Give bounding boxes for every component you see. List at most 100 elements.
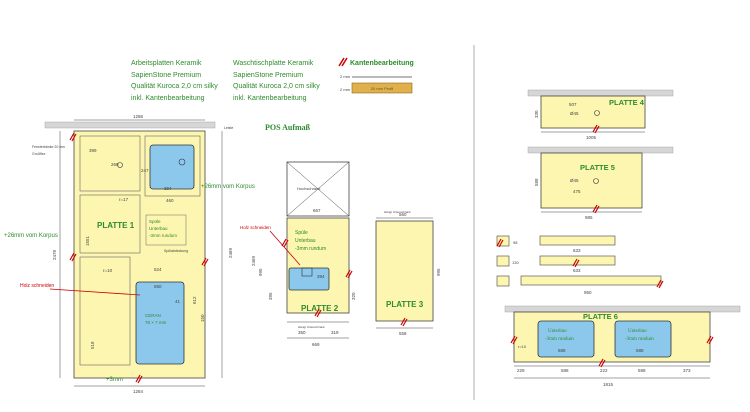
sink-note-line: Spüle xyxy=(295,230,308,236)
strip-2 xyxy=(539,255,616,266)
dim-524: 524 xyxy=(154,267,162,272)
legend-line: inkl. Kantenbearbeitung xyxy=(131,94,205,102)
window-sill-note: Großflex xyxy=(32,152,46,156)
dim-394: 394 xyxy=(317,274,325,279)
strips-drawing: 633 633 950 98 130 xyxy=(496,235,664,295)
dim-588b: 588 xyxy=(636,348,644,353)
legend-line: SapienStone Premium xyxy=(233,71,304,79)
plate-4 xyxy=(540,95,646,129)
plate-3 xyxy=(375,220,434,322)
legend-line: inkl. Kantenbearbeitung xyxy=(233,94,307,102)
plate-3-top-note: Hängt Unterschrank xyxy=(384,210,411,214)
legend-line: Qualität Kuroca 2,0 cm silky xyxy=(131,83,218,90)
dim-1005: 1005 xyxy=(586,135,597,140)
sink-note-line: -3mm rundum xyxy=(295,246,326,252)
dim-r10: r=10 xyxy=(518,344,527,349)
tap-hole-icon xyxy=(117,162,123,168)
plate-5-label: PLATTE 5 xyxy=(580,163,615,172)
dim-1815: 1815 xyxy=(603,382,614,387)
legend-worktops: Arbeitsplatten Keramik SapienStone Premi… xyxy=(131,58,218,104)
legend-line: Arbeitsplatten Keramik xyxy=(131,60,202,67)
dim-width-bottom: 1284 xyxy=(133,389,144,394)
dim-950: 950 xyxy=(584,290,592,295)
dim-320: 320 xyxy=(351,292,356,300)
edge-mark-icon xyxy=(338,57,348,67)
cabinet-lower-left xyxy=(79,256,131,366)
plate-2-label: PLATTE 2 xyxy=(301,304,339,313)
cabinet-upper-right xyxy=(144,135,201,197)
dim-045: Ø45 xyxy=(570,178,579,183)
edge-mark-icon xyxy=(592,124,600,134)
sink-note-line: Unterbau xyxy=(149,226,168,231)
dim-98: 98 xyxy=(513,240,518,245)
ceran-cutout xyxy=(135,281,185,365)
corner-note: Leiste xyxy=(224,126,233,130)
sink-note-line: Unterbau xyxy=(295,238,316,244)
dim-650: 650 xyxy=(154,284,162,289)
dim-222: 222 xyxy=(600,368,608,373)
cabinet-foot-note: Hängt Unterschrank xyxy=(298,325,325,329)
dim-1551: 1551 xyxy=(85,235,90,246)
dim-130: 130 xyxy=(512,260,519,265)
dim-045: Ø45 xyxy=(570,111,579,116)
cabinet-label: Hochschrank xyxy=(297,186,320,191)
plate-4-drawing: PLATTE 4 507 Ø45 330 1005 xyxy=(527,89,674,140)
edge-mark-icon xyxy=(656,279,664,289)
korpus-note-right: +26mm vom Korpus xyxy=(201,184,255,190)
dim-588a: 588 xyxy=(558,348,566,353)
tap-hole-icon xyxy=(594,110,600,116)
dim-395: 395 xyxy=(268,292,273,300)
plate-1-label: PLATTE 1 xyxy=(97,221,135,230)
cabinet-cross xyxy=(286,161,350,217)
edge-mark-icon xyxy=(592,204,600,214)
edge-mark-icon xyxy=(400,317,408,327)
edge-swatch xyxy=(351,82,413,94)
edge-mark-icon xyxy=(496,238,504,248)
dim-667: 667 xyxy=(313,208,321,213)
holz-pointer xyxy=(49,288,141,296)
ceran-size: 76 × 7 mm xyxy=(145,320,167,325)
sink-right-note: -3mm rundum xyxy=(625,337,654,342)
dim-height-left: 2478 xyxy=(52,249,57,260)
dim-2469: 2469 xyxy=(251,255,256,266)
dim-247: 247 xyxy=(141,168,149,173)
edge-mark-icon xyxy=(135,374,143,384)
dim-266: 266 xyxy=(111,162,119,167)
wall-hatch xyxy=(44,121,216,129)
strip-end xyxy=(496,255,510,267)
edge-mark-icon xyxy=(69,132,77,142)
wall-hatch xyxy=(527,89,674,97)
edge-mark-icon xyxy=(510,335,518,345)
dim-518: 518 xyxy=(90,341,95,349)
legend-line: Qualität Kuroca 2,0 cm silky xyxy=(233,83,320,90)
ceran-label: CERAN xyxy=(145,313,161,318)
dim-r10: r=10 xyxy=(103,268,113,273)
dim-319: 319 xyxy=(331,330,339,335)
holz-pointer xyxy=(269,230,301,266)
dim-588: 588 xyxy=(534,178,539,186)
sink-cover-label: Spülabdeckung xyxy=(164,249,188,253)
plate-1-drawing: Spüle Unterbau -3mm rundum Spülabdeckung… xyxy=(4,114,255,394)
dim-150: 150 xyxy=(200,314,205,322)
plate-3-label: PLATTE 3 xyxy=(386,300,424,309)
legend-line: Waschtischplatte Keramik xyxy=(233,60,314,67)
wall-hatch xyxy=(527,146,674,154)
strip-1 xyxy=(539,235,616,246)
plus-3mm-note: +3mm xyxy=(106,377,123,383)
cabinet-middle-left xyxy=(79,194,141,254)
plate-3-drawing: Hängt Unterschrank 560 PLATTE 3 995 558 xyxy=(375,210,441,336)
plate-6-label: PLATTE 6 xyxy=(583,312,618,321)
legend-line: SapienStone Premium xyxy=(131,71,202,79)
holz-note: Holz schneiden xyxy=(20,283,54,289)
dim-475: 475 xyxy=(573,189,581,194)
vanity-sink-cutout xyxy=(288,267,330,291)
dim-330: 330 xyxy=(534,110,539,118)
edge-profile-label: 20 mm Profil xyxy=(371,86,394,91)
edge-mark-icon xyxy=(572,258,580,268)
dim-995: 995 xyxy=(436,268,441,276)
strip-end xyxy=(496,275,510,287)
top-sink-cutout xyxy=(149,144,195,190)
dim-350: 350 xyxy=(298,330,306,335)
dim-height-right: 2469 xyxy=(228,247,233,258)
